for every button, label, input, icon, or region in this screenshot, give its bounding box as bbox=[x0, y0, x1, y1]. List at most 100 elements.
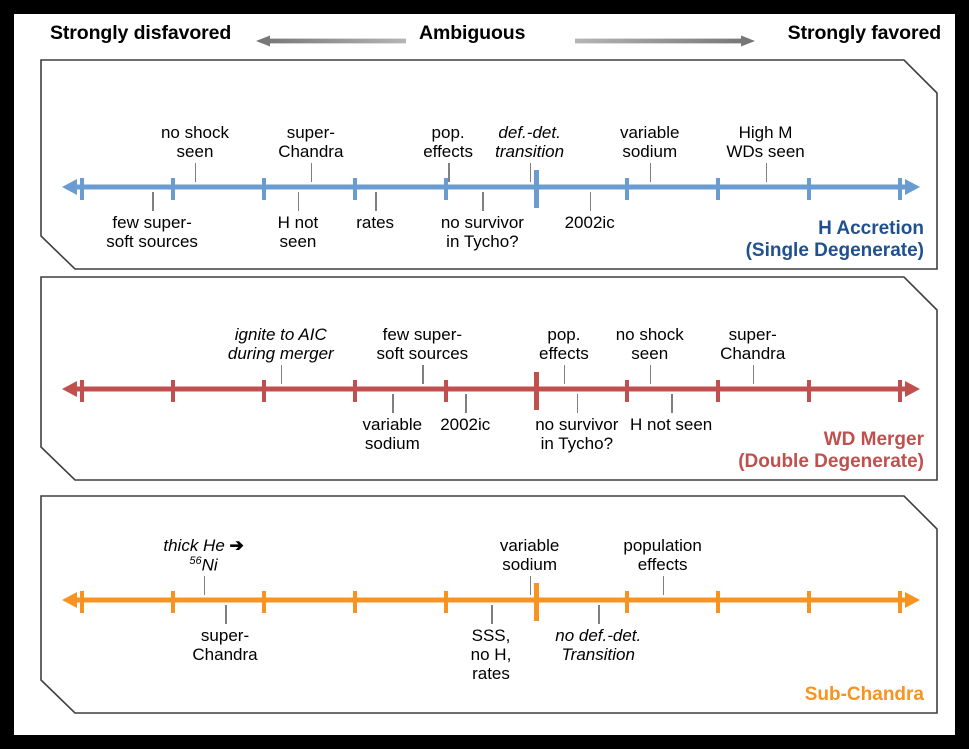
axis-tick-center bbox=[533, 170, 539, 208]
axis-label-above: thick He ➔56Ni bbox=[163, 536, 244, 575]
leader-line bbox=[482, 192, 484, 211]
axis-label-below: 2002ic bbox=[440, 415, 491, 434]
axis-tick bbox=[443, 380, 448, 402]
leader-line bbox=[465, 394, 467, 413]
leader-line bbox=[375, 192, 377, 211]
header-center-label: Ambiguous bbox=[419, 22, 526, 44]
axis-tick bbox=[170, 380, 175, 402]
axis-tick bbox=[443, 591, 448, 613]
leader-line bbox=[589, 192, 592, 211]
axis-label-above: super-Chandra bbox=[720, 325, 786, 364]
axis-tick bbox=[807, 591, 812, 613]
header-left-label: Strongly disfavored bbox=[50, 22, 232, 44]
left-arrow-icon bbox=[256, 35, 406, 47]
scale-header: Strongly disfavored Ambiguous bbox=[14, 14, 955, 56]
panel-title-line1: Sub-Chandra bbox=[804, 684, 924, 706]
panel-title-h-accretion: H Accretion(Single Degenerate) bbox=[746, 218, 924, 262]
axis-tick bbox=[352, 178, 357, 200]
axis-tick bbox=[80, 178, 84, 200]
panel-title-line2: (Double Degenerate) bbox=[738, 451, 924, 473]
leader-line bbox=[491, 605, 493, 624]
axis-label-below: super-Chandra bbox=[192, 626, 258, 665]
axis-label-below: 2002ic bbox=[564, 213, 615, 232]
leader-line bbox=[422, 365, 424, 384]
panel-title-wd-merger: WD Merger(Double Degenerate) bbox=[738, 429, 924, 473]
axis-label-below: few super-soft sources bbox=[106, 213, 198, 252]
axis-tick bbox=[80, 591, 84, 613]
axis-tick bbox=[625, 178, 630, 200]
leader-line bbox=[649, 163, 652, 182]
leader-line bbox=[765, 163, 768, 182]
axis-label-above: few super-soft sources bbox=[376, 325, 469, 364]
axis-tick bbox=[261, 178, 266, 200]
axis-label-above: def.-det.transition bbox=[495, 123, 565, 162]
axis-tick bbox=[80, 380, 84, 402]
panel-title-line2: (Single Degenerate) bbox=[745, 240, 924, 262]
axis-tick-center bbox=[533, 372, 539, 410]
panel-title-line1: H Accretion bbox=[818, 218, 924, 240]
axis-tick-center bbox=[533, 583, 539, 621]
axis-tick bbox=[716, 380, 721, 402]
axis-tick bbox=[807, 178, 812, 200]
leader-line bbox=[529, 576, 532, 595]
leader-line bbox=[225, 605, 227, 624]
axis-tick bbox=[352, 591, 357, 613]
header-right-label: Strongly favored bbox=[787, 22, 941, 44]
leader-line bbox=[203, 576, 206, 595]
right-arrow-icon bbox=[575, 35, 755, 47]
leader-line bbox=[448, 163, 450, 182]
panel-outline bbox=[40, 495, 938, 714]
axis-tick bbox=[716, 178, 721, 200]
axis-label-above: pop.effects bbox=[423, 123, 473, 162]
leader-line bbox=[194, 163, 197, 182]
axis-tick bbox=[352, 380, 357, 402]
axis-label-below: SSS,no H,rates bbox=[470, 626, 512, 684]
axis-tick bbox=[716, 591, 721, 613]
leader-line bbox=[280, 365, 283, 384]
axis-tick bbox=[807, 380, 812, 402]
leader-line bbox=[598, 605, 600, 624]
leader-line bbox=[752, 365, 755, 384]
panel-outline bbox=[40, 276, 938, 481]
axis-label-below: H not seen bbox=[630, 415, 713, 434]
axis-tick bbox=[170, 591, 175, 613]
leader-line bbox=[662, 576, 665, 595]
axis-tick bbox=[261, 591, 266, 613]
leader-line bbox=[297, 192, 300, 211]
axis-label-below: no def.-det.Transition bbox=[555, 626, 642, 665]
axis-tick bbox=[443, 178, 448, 200]
axis-label-above: super-Chandra bbox=[278, 123, 344, 162]
leader-line bbox=[576, 394, 579, 413]
axis-label-above: pop.effects bbox=[539, 325, 589, 364]
panel-title-line1: WD Merger bbox=[823, 429, 924, 451]
leader-line bbox=[563, 365, 566, 384]
axis-tick bbox=[898, 178, 902, 200]
axis-tick bbox=[625, 380, 630, 402]
axis-tick bbox=[898, 591, 902, 613]
axis-tick bbox=[261, 380, 266, 402]
leader-line bbox=[671, 394, 673, 413]
axis-label-below: rates bbox=[356, 213, 395, 232]
leader-line bbox=[649, 365, 652, 384]
leader-line bbox=[529, 163, 532, 182]
panel-outline bbox=[40, 59, 938, 270]
leader-line bbox=[392, 394, 394, 413]
axis-tick bbox=[898, 380, 902, 402]
leader-line bbox=[152, 192, 154, 211]
axis-tick bbox=[625, 591, 630, 613]
